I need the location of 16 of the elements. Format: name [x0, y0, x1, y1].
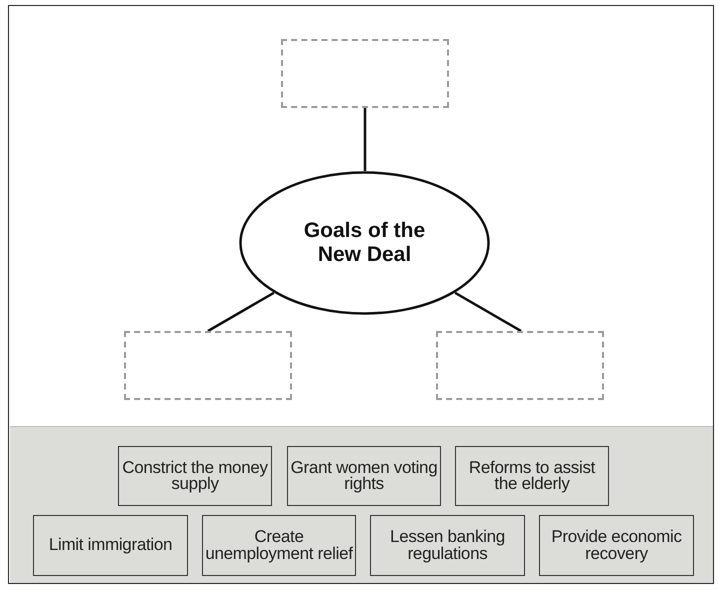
answer-card: Constrict the money supply	[118, 446, 272, 506]
topic-text: Goals of the New Deal	[302, 218, 426, 268]
answer-card: Grant women voting rights	[287, 446, 441, 506]
word-bank-panel	[10, 426, 713, 583]
answer-card: Provide economic recovery	[539, 515, 694, 576]
ellipse-node	[239, 171, 490, 315]
connector-line	[207, 292, 274, 332]
answer-card: Limit immigration	[33, 515, 188, 576]
answer-card: Lessen banking regulations	[370, 515, 525, 576]
connector-line	[364, 108, 366, 171]
blank-answer-box	[281, 39, 449, 108]
connector-line	[454, 292, 522, 332]
blank-answer-box	[436, 331, 604, 400]
answer-card: Create unemployment relief	[202, 515, 356, 576]
blank-answer-box	[124, 331, 292, 400]
answer-card: Reforms to assist the elderly	[455, 446, 609, 506]
